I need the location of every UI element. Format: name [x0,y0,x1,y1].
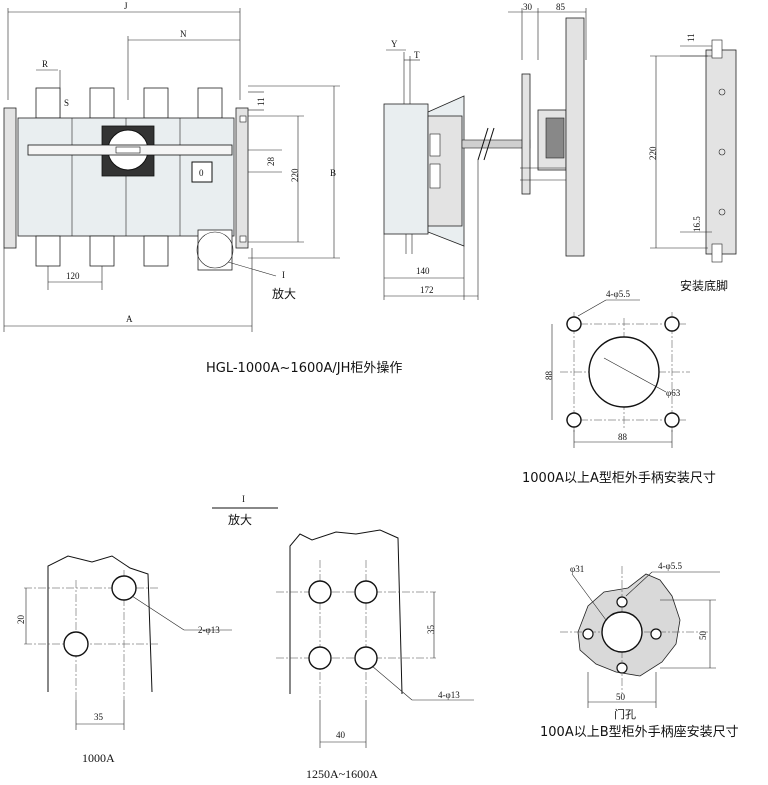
detail-1000-35: 35 [94,712,104,722]
detail-header: I 放大 [212,494,278,527]
handle-a-88v: 88 [544,371,554,381]
bore-circle [588,336,660,408]
handle-b-caption: 100A以上B型柜外手柄座安装尺寸 [540,725,739,740]
left-rail [3,107,17,249]
handle-a-caption: 1000A以上A型柜外手柄安装尺寸 [522,471,716,486]
detail-1000-holes: 2-φ13 [198,625,220,635]
dim-R: R [42,59,48,69]
handle-a-88h: 88 [618,432,628,442]
zoom-circle [196,231,234,269]
detail-label: 放大 [228,512,252,527]
dim-172: 172 [420,285,434,295]
detail-1600-35: 35 [426,625,436,635]
detail-1000a: 2-φ13 20 35 1000A [16,555,232,765]
dim-Y: Y [391,39,398,49]
handle-b-50v: 50 [698,631,708,641]
indicator-label: 0 [199,168,204,178]
zoom-label: 放大 [272,286,296,301]
dim-220: 220 [290,168,300,182]
position-indicator [191,161,213,183]
dim-T: T [414,50,420,60]
detail-1600-40: 40 [336,730,346,740]
detail-1600-holes: 4-φ13 [438,690,460,700]
dim-140: 140 [416,266,430,276]
main-front-view: J N R S 0 11 [3,1,402,376]
dim-A: A [126,314,133,324]
mounting-foot: 11 220 16.5 安装底脚 [648,33,737,293]
handle-b-holes: 4-φ5.5 [658,561,682,571]
main-caption: HGL-1000A~1600A/JH柜外操作 [206,360,402,376]
zoom-mark-I: I [282,270,285,280]
dim-30: 30 [523,2,533,12]
handle-b-50h: 50 [616,692,626,702]
handle-a-layout: 4-φ5.5 φ63 88 88 1000A以上A型柜外手柄安装尺寸 [522,289,716,486]
handle-b-layout: φ31 4-φ5.5 50 50 门孔 100A以上B型柜外手柄座安装尺寸 [540,561,739,740]
door-hole-label: 门孔 [614,707,636,721]
foot-caption: 安装底脚 [680,278,728,293]
dim-foot-11: 11 [686,33,696,42]
detail-1000-20: 20 [16,615,26,625]
dim-N: N [180,29,187,39]
detail-mark-I: I [242,494,245,504]
dim-J: J [124,1,128,11]
right-rail [235,107,249,249]
handle-a-bore: φ63 [666,388,681,398]
detail-1600a: 35 4-φ13 40 1250A~1600A [276,529,474,781]
dim-S: S [64,98,69,108]
detail-1000-caption: 1000A [82,751,115,765]
dim-28: 28 [266,157,276,167]
dim-120: 120 [66,271,80,281]
handle-b-bore: φ31 [570,564,584,574]
dim-foot-220: 220 [648,146,658,160]
dim-B: B [330,168,336,178]
door-handle [565,17,585,257]
dim-11: 11 [256,97,266,106]
side-view: 30 85 Y T 140 172 [383,2,587,300]
detail-1600-caption: 1250A~1600A [306,767,378,781]
dim-foot-16-5: 16.5 [692,216,702,232]
shaft [461,139,531,149]
dim-85: 85 [556,2,566,12]
handle-a-holes: 4-φ5.5 [606,289,630,299]
